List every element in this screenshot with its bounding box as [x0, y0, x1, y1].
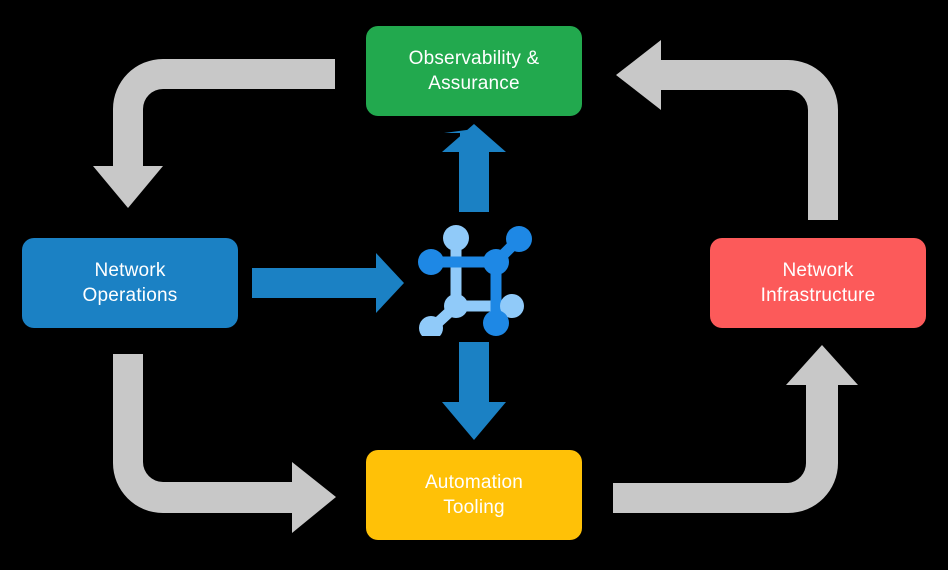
node-infrastructure-label: Network Infrastructure — [760, 259, 876, 306]
node-automation-tooling[interactable]: Automation Tooling — [366, 450, 582, 540]
elbow-arrow-automation-to-infrastructure — [613, 345, 858, 513]
node-network-operations[interactable]: Network Operations — [22, 238, 238, 328]
network-mesh-icon — [418, 225, 532, 336]
node-automation-label: Automation Tooling — [424, 471, 524, 518]
node-network-infrastructure[interactable]: Network Infrastructure — [710, 238, 926, 328]
node-observability-assurance[interactable]: Observability & Assurance — [366, 26, 582, 116]
elbow-arrow-infrastructure-to-observability — [616, 40, 838, 220]
arrow-center-to-observability-body — [442, 124, 506, 212]
node-observability-label: Observability & Assurance — [408, 47, 540, 94]
elbow-arrow-observability-to-operations — [93, 59, 335, 208]
arrow-operations-to-center — [252, 253, 404, 313]
arrow-center-to-automation — [442, 342, 506, 440]
node-operations-label: Network Operations — [82, 259, 178, 306]
elbow-arrow-operations-to-automation — [113, 354, 336, 533]
